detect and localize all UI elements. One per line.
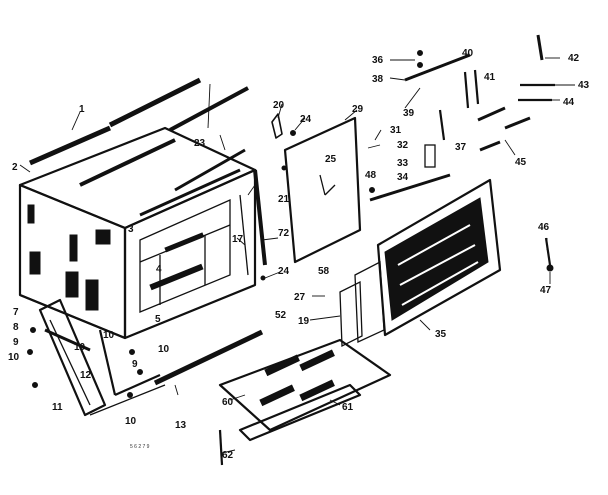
callout-24-bottom: 24: [278, 266, 290, 277]
callout-38: 38: [372, 74, 384, 85]
callout-24-top: 24: [300, 114, 312, 125]
callout-11: 11: [52, 402, 63, 413]
callout-21: 21: [278, 194, 290, 205]
callout-10-right: 10: [158, 344, 170, 355]
top-rails: [28, 77, 249, 217]
bottom-rail: [153, 329, 264, 386]
callout-61: 61: [342, 402, 354, 413]
callout-7: 7: [13, 307, 19, 318]
callout-60: 60: [222, 397, 234, 408]
leader-lines: [19, 57, 575, 454]
callout-25: 25: [325, 154, 337, 165]
callout-5: 5: [155, 314, 161, 325]
callout-4: 4: [156, 264, 162, 275]
callout-9-right: 9: [132, 359, 138, 370]
callout-46: 46: [538, 222, 550, 233]
callout-9-left: 9: [13, 337, 19, 348]
callout-10-bottom: 10: [125, 416, 137, 427]
callout-72: 72: [278, 228, 290, 239]
base-tray: [218, 338, 392, 466]
callout-19: 19: [298, 316, 310, 327]
callout-32: 32: [397, 140, 409, 151]
callout-42: 42: [568, 53, 580, 64]
callout-33: 33: [397, 158, 409, 169]
front-grille: [339, 178, 502, 348]
callout-48: 48: [365, 170, 377, 181]
screw-head-47: [546, 264, 554, 272]
callout-12: 12: [80, 370, 92, 381]
callout-31: 31: [390, 125, 402, 136]
callout-36: 36: [372, 55, 384, 66]
base-bracket-assembly: [27, 298, 166, 417]
callout-27: 27: [294, 292, 306, 303]
callout-45: 45: [515, 157, 527, 168]
callout-1: 1: [79, 104, 85, 115]
callout-62: 62: [222, 450, 234, 461]
callout-8: 8: [13, 322, 19, 333]
cabinet-housing: [18, 126, 257, 340]
vertical-support-strips: [239, 169, 267, 276]
callout-2: 2: [12, 162, 18, 173]
callout-20: 20: [273, 100, 285, 111]
partition-panel: [260, 113, 362, 281]
callout-10-mid: 10: [74, 342, 86, 353]
callout-58: 58: [318, 266, 330, 277]
callout-41: 41: [484, 72, 496, 83]
callout-17: 17: [232, 234, 244, 245]
callout-34: 34: [397, 172, 409, 183]
callout-labels: 1 2 3 4 5 7 8 9 9 10 10 10 10 10 11 12 1…: [8, 48, 590, 461]
figure-number: 5 6 2 7 9: [130, 444, 150, 450]
callout-43: 43: [578, 80, 590, 91]
upper-right-hardware: [369, 34, 555, 202]
callout-10-upper: 10: [103, 330, 115, 341]
callout-52: 52: [275, 310, 287, 321]
callout-10-left: 10: [8, 352, 20, 363]
callout-35: 35: [435, 329, 447, 340]
callout-40: 40: [462, 48, 474, 59]
callout-37: 37: [455, 142, 467, 153]
callout-47: 47: [540, 285, 552, 296]
callout-29: 29: [352, 104, 364, 115]
callout-39: 39: [403, 108, 415, 119]
callout-23: 23: [194, 138, 206, 149]
callout-13: 13: [175, 420, 187, 431]
callout-3: 3: [128, 224, 134, 235]
callout-44: 44: [563, 97, 575, 108]
